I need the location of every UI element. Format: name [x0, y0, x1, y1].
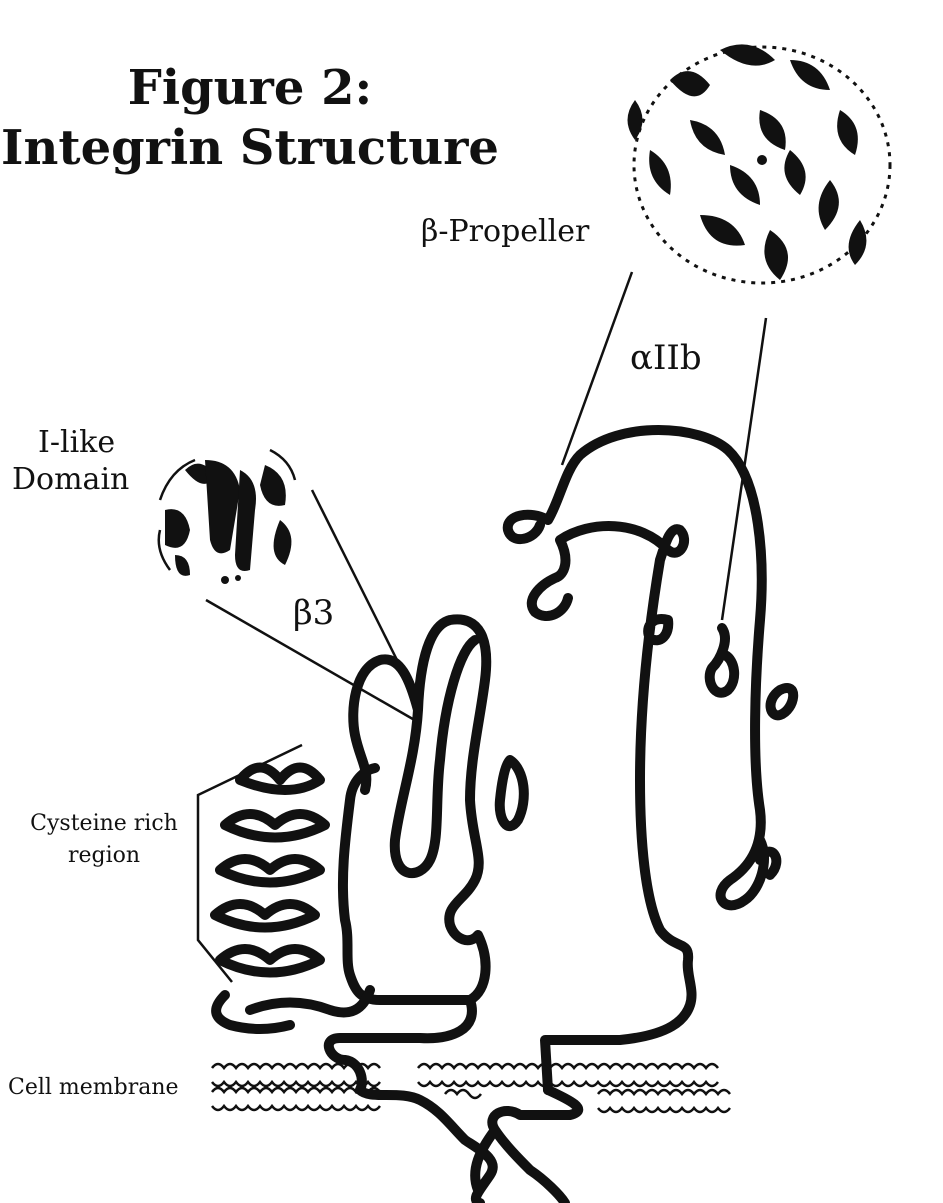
- alpha-iib-label: αIIb: [630, 338, 702, 378]
- beta-propeller-structure: [628, 44, 891, 283]
- cytoplasmic-tails: [360, 1090, 578, 1203]
- i-like-domain-label-line1: I-like: [38, 425, 115, 460]
- cell-membrane-label: Cell membrane: [8, 1075, 179, 1100]
- figure-title-line1: Figure 2:: [0, 58, 500, 118]
- beta3-label: β3: [293, 593, 334, 633]
- beta3-chain: [329, 619, 524, 1090]
- beta-propeller-label: β-Propeller: [421, 214, 589, 249]
- i-like-domain-label-line2: Domain: [12, 462, 129, 497]
- cysteine-rich-label-line1: Cysteine rich: [14, 811, 194, 836]
- alpha-iib-chain: [508, 430, 793, 1090]
- cell-membrane-bilayer: [212, 1064, 730, 1112]
- cysteine-rich-label-line2: region: [14, 843, 194, 868]
- figure-title-line2: Integrin Structure: [0, 118, 500, 178]
- i-like-domain-structure: [159, 450, 295, 584]
